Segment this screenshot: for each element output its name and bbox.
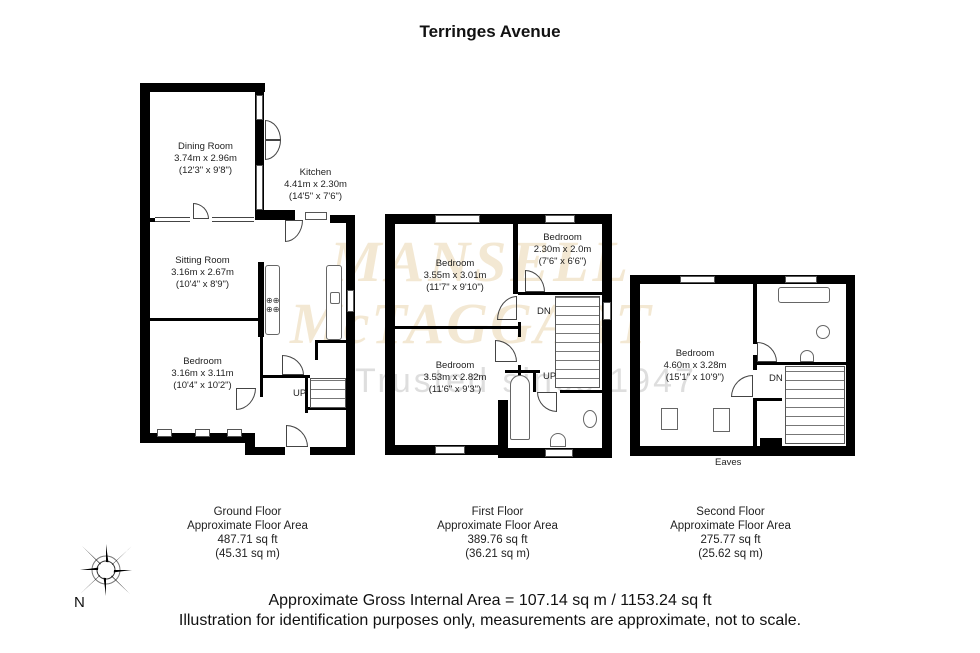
- watermark-line1: MANSELL: [330, 229, 632, 294]
- basin: [550, 433, 566, 447]
- first-stair-label-up: UP: [543, 371, 557, 382]
- plan-title: Terringes Avenue: [419, 22, 561, 41]
- bathtub: [778, 287, 830, 303]
- room-bedroom-ground: Bedroom 3.16m x 3.11m (10'4" x 10'2"): [171, 356, 234, 391]
- kitchen-counter: [265, 265, 280, 335]
- ground-stairs: [310, 378, 346, 408]
- toilet: [583, 410, 597, 428]
- basin: [800, 350, 814, 362]
- gross-internal-area: Approximate Gross Internal Area = 107.14…: [268, 592, 712, 609]
- eaves-label: Eaves: [715, 457, 742, 468]
- second-floor-stairs: [785, 366, 845, 444]
- compass-north-label: N: [74, 594, 85, 611]
- compass-rose-icon: [76, 540, 136, 600]
- room-sitting-room: Sitting Room 3.16m x 2.67m (10'4" x 8'9"…: [171, 255, 234, 290]
- first-floor-area: First Floor Approximate Floor Area 389.7…: [437, 506, 558, 560]
- sink-icon: [330, 292, 340, 304]
- skylight-icon: [713, 408, 730, 432]
- room-bedroom-first-3: Bedroom 3.53m x 2.82m (11'6" x 9'3"): [423, 360, 487, 395]
- room-bedroom-first-1: Bedroom 3.55m x 3.01m (11'7" x 9'10"): [423, 258, 487, 293]
- skylight-icon: [661, 408, 678, 430]
- toilet: [816, 325, 830, 339]
- hob-icon: ⊕⊕⊕⊕: [266, 296, 280, 314]
- bathtub: [510, 375, 530, 440]
- disclaimer: Illustration for identification purposes…: [178, 612, 802, 629]
- second-floor-area: Second Floor Approximate Floor Area 275.…: [670, 506, 791, 560]
- room-dining-room: Dining Room 3.74m x 2.96m (12'3" x 9'8"): [174, 141, 237, 176]
- ground-stair-label: UP: [293, 388, 307, 399]
- first-floor-stairs: [555, 296, 600, 388]
- room-bedroom-second: Bedroom 4.60m x 3.28m (15'1" x 10'9"): [663, 348, 727, 383]
- room-bedroom-first-2: Bedroom 2.30m x 2.0m (7'6" x 6'6"): [533, 232, 592, 267]
- ground-floor-area: Ground Floor Approximate Floor Area 487.…: [187, 506, 308, 560]
- first-stair-label-dn: DN: [537, 306, 551, 317]
- room-kitchen: Kitchen 4.41m x 2.30m (14'5" x 7'6"): [284, 167, 347, 202]
- second-stair-label: DN: [769, 373, 783, 384]
